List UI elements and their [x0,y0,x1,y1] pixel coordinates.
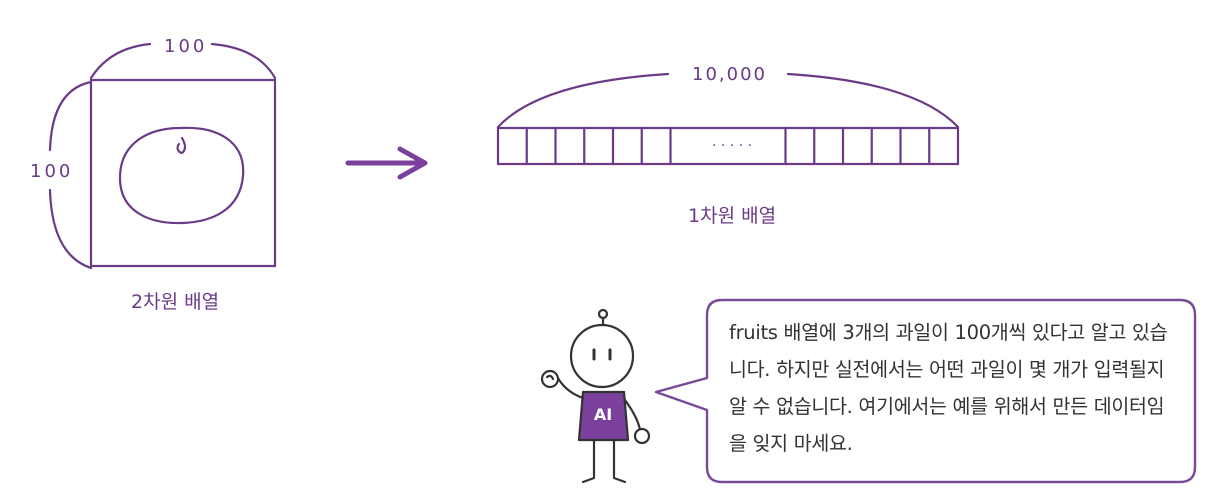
height-brace-bottom [48,188,93,270]
height-label: 100 [30,161,73,182]
width-brace-right [210,42,277,80]
speech-bubble [654,298,1197,484]
mascot-shirt-label: AI [594,405,612,424]
array-square [89,78,277,268]
apple-icon [118,126,245,225]
height-brace-top [48,80,93,152]
two-d-array [48,42,277,270]
one-d-array [496,72,960,166]
array-ellipsis: · · · · · [712,138,752,154]
length-label: 10,000 [692,64,767,85]
mascot-right-arm [623,398,642,432]
mascot-eyes [592,348,612,361]
mascot-right-hand [633,427,651,445]
mascot-finger [545,374,555,381]
length-brace-left [496,72,670,129]
array-strip [496,126,960,166]
width-label: 100 [164,36,207,57]
mascot-legs [581,438,627,484]
mascot-left-hand [540,369,560,389]
mascot-left-arm [556,376,585,400]
array-cell-dividers [525,126,931,166]
mascot-shirt [577,390,630,442]
antenna-ball [597,308,609,320]
ai-mascot [540,308,651,484]
speech-text: fruits 배열에 3개의 과일이 100개씩 있다고 알고 있습니다. 하지… [729,321,1168,455]
arrow-right-icon [345,146,428,180]
left-caption: 2차원 배열 [131,291,219,313]
length-brace-right [786,72,960,129]
right-caption: 1차원 배열 [688,205,776,227]
width-brace-left [89,42,152,80]
mascot-head [569,323,635,389]
